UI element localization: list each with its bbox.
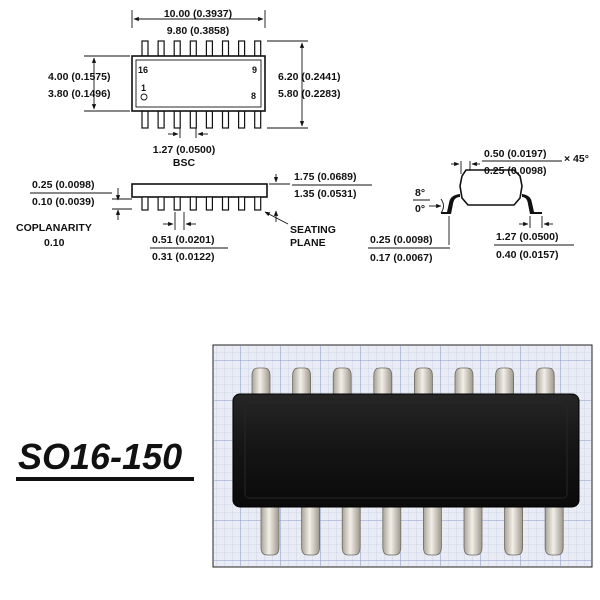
top-view-lead (157, 110, 165, 129)
side-view-lead (157, 196, 165, 211)
photo-lead (504, 506, 523, 556)
photo-lower-leads (260, 506, 564, 556)
photo-lead (292, 367, 311, 395)
side-view-lead (205, 196, 213, 211)
top-view-lower-leads (141, 110, 262, 129)
pin-1-label: 1 (141, 83, 146, 93)
top-view-lead (221, 40, 230, 57)
pin-16-label: 16 (138, 65, 148, 75)
end-view-right-lead (522, 194, 542, 214)
pin-8-label: 8 (251, 91, 256, 101)
photo-lead (544, 506, 564, 556)
top-view-lead (254, 40, 262, 57)
photo-lead (332, 367, 352, 395)
photo-lead (301, 506, 320, 556)
side-view-lead (189, 196, 197, 211)
seating-plane-leader (264, 211, 289, 225)
seating-plane-line1: SEATING (290, 224, 336, 236)
lead-angle-max: 8° (415, 187, 425, 199)
side-view-lead (254, 196, 262, 211)
photo-chip-body (232, 393, 580, 508)
top-view-lead (157, 40, 165, 57)
lead-angle-min: 0° (415, 203, 425, 215)
end-view-left-lead (441, 194, 460, 214)
coplanarity-label: COPLANARITY (16, 222, 92, 234)
overall-length-max: 10.00 (0.3937) (164, 8, 232, 20)
body-width-min: 3.80 (0.1496) (48, 88, 110, 100)
top-view-lead (254, 110, 262, 129)
side-view-lead (141, 196, 149, 211)
pin-9-label: 9 (252, 65, 257, 75)
foot-length-min: 0.40 (0.0157) (496, 249, 558, 261)
side-view: 0.25 (0.0098) 0.10 (0.0039) 1.75 (0.0689… (16, 171, 372, 263)
side-view-lead (221, 196, 230, 211)
photo-lead (423, 506, 442, 556)
height-max: 1.75 (0.0689) (294, 171, 356, 183)
package-name: SO16-150 (18, 436, 182, 477)
overall-width-min: 5.80 (0.2283) (278, 88, 340, 100)
photo-chip-top-face (244, 402, 568, 499)
body-width-max: 4.00 (0.1575) (48, 71, 110, 83)
chip-photo (212, 344, 593, 568)
top-view-lead (238, 40, 246, 57)
package-name-block: SO16-150 (16, 436, 194, 481)
lead-width-max: 0.51 (0.0201) (152, 234, 214, 246)
photo-lead (260, 506, 280, 556)
top-view-lead (173, 40, 181, 57)
lead-thickness-min: 0.17 (0.0067) (370, 252, 432, 264)
top-view-lead (238, 110, 246, 129)
overall-length-min: 9.80 (0.3858) (167, 25, 229, 37)
top-view-package-body (131, 55, 266, 112)
standoff-min: 0.10 (0.0039) (32, 196, 94, 208)
top-view-lead (141, 110, 149, 129)
overall-width-max: 6.20 (0.2441) (278, 71, 340, 83)
photo-lead (251, 367, 271, 395)
end-view-package-body (459, 169, 523, 206)
lead-width-min: 0.31 (0.0122) (152, 251, 214, 263)
photo-lead (535, 367, 555, 395)
side-view-lead (173, 196, 181, 211)
height-min: 1.35 (0.0531) (294, 188, 356, 200)
photo-lead (414, 367, 433, 395)
side-view-lead (238, 196, 246, 211)
top-view: 10.00 (0.3937) 9.80 (0.3858) 16 9 1 8 4.… (48, 8, 340, 169)
side-view-package-body (131, 183, 268, 198)
end-view: 0.50 (0.0197) 0.25 (0.0098) × 45° 8° 0° … (368, 148, 589, 264)
top-view-body-inner-outline (135, 59, 262, 108)
package-name-underline (16, 477, 194, 481)
lead-angle-arc (440, 198, 444, 214)
photo-lead (341, 506, 361, 556)
top-view-lead (173, 110, 181, 129)
coplanarity-value: 0.10 (44, 237, 65, 249)
standoff-max: 0.25 (0.0098) (32, 179, 94, 191)
top-view-upper-leads (141, 40, 262, 57)
photo-lead (373, 367, 393, 395)
photo-lead (382, 506, 402, 556)
photo-lead (454, 367, 474, 395)
lead-thickness-max: 0.25 (0.0098) (370, 234, 432, 246)
photo-lead (495, 367, 514, 395)
chamfer-min: 0.25 (0.0098) (484, 165, 546, 177)
pitch-bsc-note: BSC (173, 157, 196, 169)
pitch-value: 1.27 (0.0500) (153, 144, 215, 156)
top-view-lead (221, 110, 230, 129)
top-view-lead (141, 40, 149, 57)
side-view-leads (141, 196, 262, 211)
photo-upper-leads (251, 367, 555, 395)
chamfer-max: 0.50 (0.0197) (484, 148, 546, 160)
top-view-lead (205, 40, 213, 57)
seating-plane-line2: PLANE (290, 237, 326, 249)
top-view-lead (189, 110, 197, 129)
pin-1-marker-dot (140, 93, 148, 101)
foot-length-max: 1.27 (0.0500) (496, 231, 558, 243)
top-view-lead (189, 40, 197, 57)
top-view-lead (205, 110, 213, 129)
chamfer-angle-suffix: × 45° (564, 153, 589, 165)
photo-lead (463, 506, 483, 556)
